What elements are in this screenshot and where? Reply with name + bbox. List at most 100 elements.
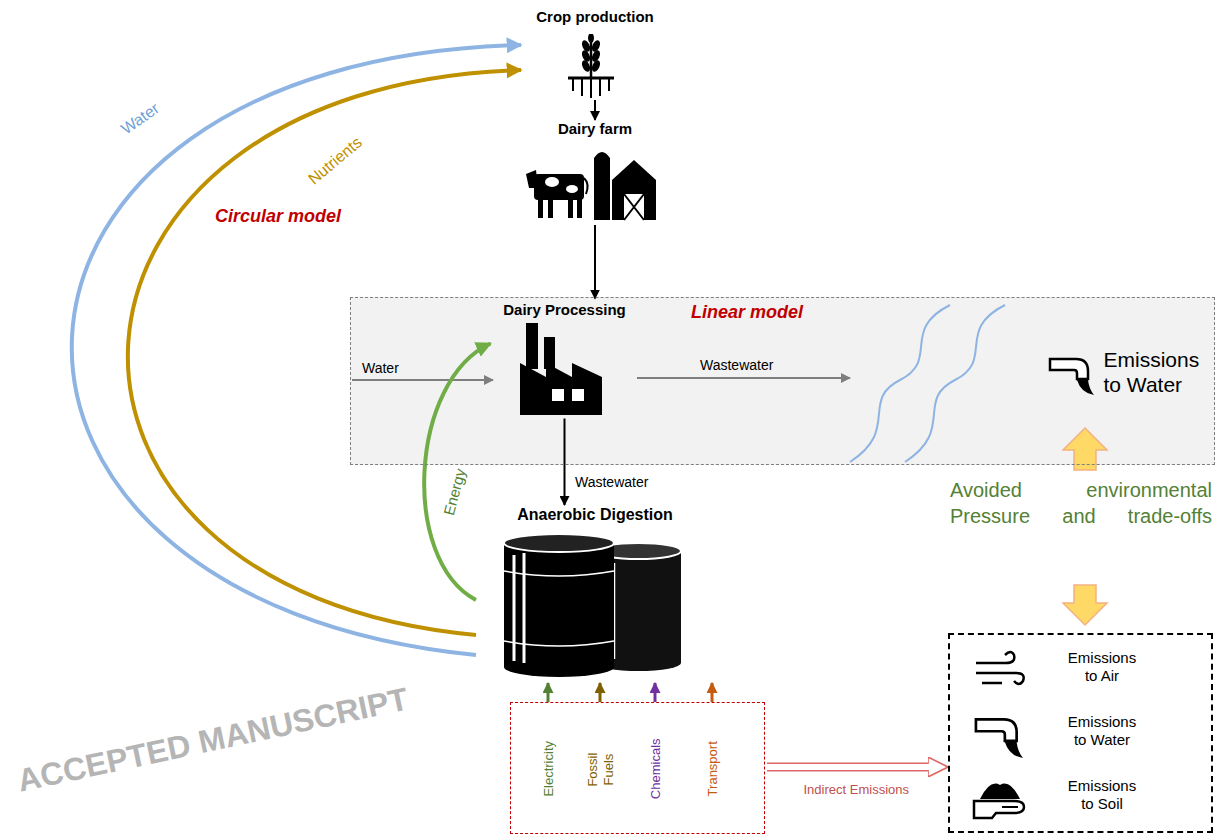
drawing-part [514, 553, 524, 663]
drawing-part [1005, 742, 1023, 758]
node-icon [972, 649, 1027, 694]
edge-label: Water [117, 98, 162, 138]
node-text: Fossil Fuels [585, 745, 616, 793]
emission-node: Emissions to Water [1048, 345, 1213, 407]
drawing-part [974, 801, 1024, 818]
drawing-part [594, 158, 610, 220]
connector [655, 683, 656, 702]
drawing-part [976, 652, 1024, 684]
digestion-node: Anaerobic Digestion [476, 505, 714, 683]
node-text: Emissions to Water [1104, 347, 1212, 397]
drawing-part [588, 34, 594, 43]
drawing-part [590, 40, 593, 78]
emissions-box: Emissions to AirEmissions to WaterEmissi… [948, 633, 1213, 833]
model-label: Circular model [215, 206, 341, 228]
drawing-part [1050, 359, 1088, 379]
drawing-part [568, 198, 573, 218]
drawing-part [594, 152, 656, 220]
node-icon [566, 34, 616, 100]
drawing-part [1077, 380, 1094, 395]
drawing-part [573, 78, 609, 98]
drawing-part [577, 198, 582, 218]
connector-line [564, 419, 566, 506]
connector-line [599, 683, 602, 702]
drawing-part [566, 185, 578, 193]
drawing-part [504, 657, 614, 677]
connector-line [72, 45, 521, 655]
node-text: Dairy Processing [491, 301, 639, 319]
edge-label: Indirect Emissions [804, 782, 909, 798]
connector [600, 683, 601, 702]
connector [128, 70, 521, 635]
drawing-part [520, 323, 602, 415]
node-icon [496, 531, 686, 681]
node-text: Emissions to Soil [1060, 777, 1144, 813]
connector [712, 683, 713, 702]
connector-line [711, 683, 714, 702]
connector-line [128, 70, 521, 635]
linear-model-band: Linear model Dairy ProcessingEmissions to… [350, 297, 1215, 465]
drawing-part [1002, 806, 1018, 808]
river-line [850, 305, 950, 462]
river-line [905, 305, 1005, 462]
drawing-part [545, 177, 559, 187]
connector [595, 225, 596, 299]
connector [767, 767, 930, 768]
drawing-part [538, 198, 543, 218]
drawing-part [534, 174, 584, 200]
node-text: Transport [705, 714, 721, 824]
node-text: Linear model [691, 302, 891, 324]
drawing-part [520, 363, 602, 415]
drawing-part [545, 177, 578, 193]
node-text: Anaerobic Digestion [476, 505, 714, 524]
connector [72, 45, 521, 655]
farm-node: Dairy farm [516, 120, 674, 225]
connector-line [424, 344, 490, 601]
drawing-part [612, 160, 656, 220]
yellow-down-arrow [1063, 585, 1107, 625]
node-icon [972, 713, 1027, 758]
edge-label: Energy [440, 467, 470, 518]
node-icon [1048, 353, 1096, 395]
crop-node: Crop production [521, 8, 669, 100]
drawing-part [594, 152, 610, 158]
flow-label: Water [362, 360, 399, 377]
drawing-part [584, 178, 588, 194]
connector-line [594, 100, 596, 120]
drawing-part [552, 389, 584, 401]
connector [424, 344, 490, 601]
drawing-part [544, 337, 555, 369]
connector [595, 100, 596, 120]
wastewater-arrow [637, 377, 850, 379]
drawing-part [548, 198, 553, 218]
drawing-part [624, 194, 644, 220]
drawing-part [624, 194, 644, 220]
flow-label: Wastewater [700, 357, 773, 374]
node-text: Emissions to Air [1060, 649, 1144, 685]
node-text: Electricity [541, 714, 557, 824]
node-text: Emissions to Water [1060, 713, 1144, 749]
edge-label: Wastewater [575, 474, 648, 491]
drawing-part [526, 170, 538, 188]
node-text: Chemicals [648, 714, 664, 824]
drawing-part [580, 34, 601, 73]
drawing-part [590, 59, 601, 73]
drawing-part [526, 323, 538, 369]
yellow-up-arrow [1063, 428, 1107, 470]
connector-line [654, 683, 657, 702]
drawing-part [504, 571, 614, 646]
node-text: Dairy farm [516, 120, 674, 138]
connector [548, 683, 549, 702]
connector [564, 419, 565, 506]
connector-line [547, 683, 550, 702]
node-icon [526, 144, 656, 224]
note-text: Avoided environmental Pressure and trade… [950, 477, 1212, 529]
drawing-part [526, 170, 584, 218]
drawing-part [976, 719, 1017, 740]
connector-line [594, 225, 596, 299]
watermark: ACCEPTED MANUSCRIPT [14, 680, 412, 800]
node-text: Crop production [521, 8, 669, 26]
drawing-part [580, 59, 591, 73]
processing-node: Dairy Processing [491, 299, 639, 419]
